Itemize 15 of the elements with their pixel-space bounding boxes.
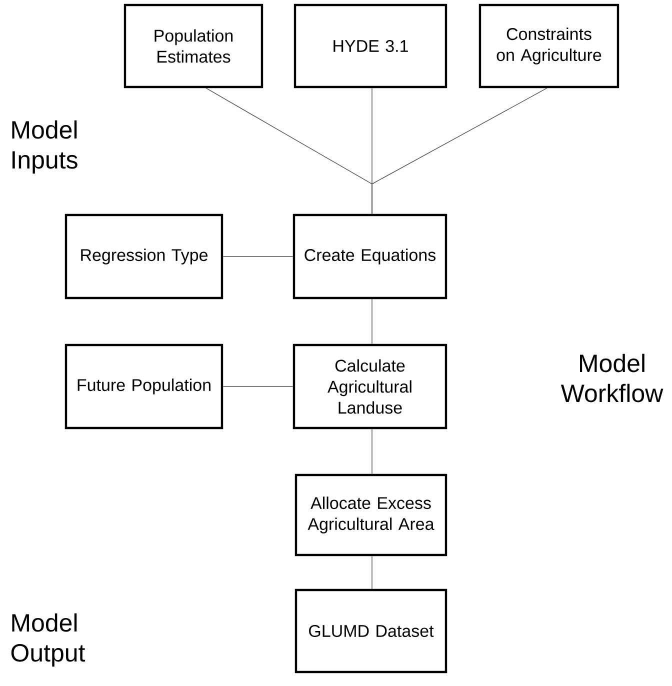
section-label: Model Output (11, 613, 86, 667)
process-box: Calculate Agricultural Landuse (292, 344, 448, 430)
process-box: HYDE 3.1 (294, 4, 448, 88)
process-box: Constraints on Agriculture (478, 4, 620, 88)
process-box: Create Equations (292, 214, 448, 300)
section-label: Model Workflow (560, 354, 664, 402)
process-box: Allocate Excess Agricultural Area (294, 474, 448, 556)
section-label: Model Inputs (12, 120, 78, 174)
connector-line (222, 256, 294, 257)
connector-line (372, 88, 548, 214)
connector-line (222, 386, 294, 387)
process-box: Population Estimates (124, 4, 264, 88)
process-box: Regression Type (64, 214, 224, 300)
process-box: GLUMD Dataset (294, 588, 448, 674)
process-box: Future Population (64, 344, 224, 430)
